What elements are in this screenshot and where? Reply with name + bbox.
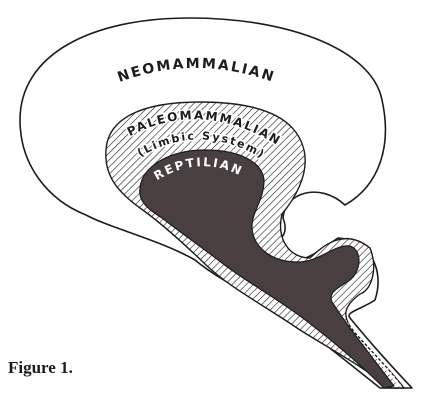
figure-caption: Figure 1. <box>8 358 73 378</box>
